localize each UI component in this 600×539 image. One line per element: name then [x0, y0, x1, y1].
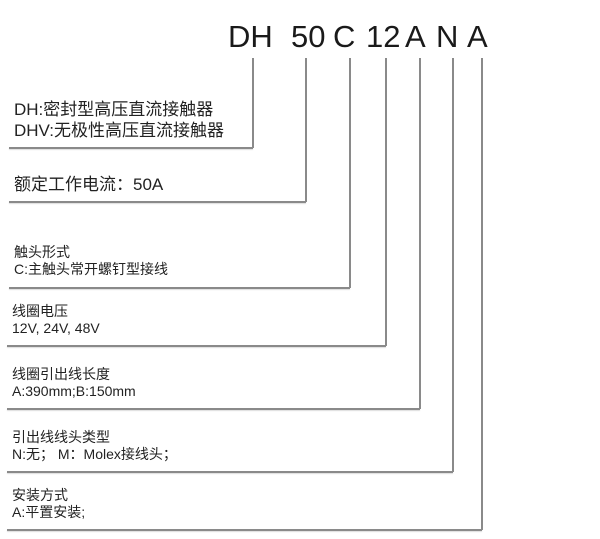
leader-line-connector: [452, 58, 454, 472]
lead-length-desc: A:390mm;B:150mm: [12, 383, 136, 399]
bracket-line-mounting: [7, 529, 482, 531]
bracket-line-current: [9, 201, 306, 203]
lead-length-title: 线圈引出线长度: [12, 366, 110, 382]
code-segment-contact: C: [333, 19, 356, 54]
contact-title: 触头形式: [14, 244, 70, 260]
code-segment-coil-voltage: 12: [366, 19, 401, 54]
bracket-line-connector: [7, 471, 453, 473]
leader-line-series: [252, 58, 254, 148]
bracket-line-series: [9, 147, 253, 149]
coil-voltage-title: 线圈电压: [12, 303, 68, 319]
contact-desc: C:主触头常开螺钉型接线: [14, 261, 168, 277]
bracket-line-coil-voltage: [7, 345, 386, 347]
series-desc-dh: DH:密封型高压直流接触器: [14, 100, 214, 119]
code-segment-current: 50: [291, 19, 326, 54]
code-segment-series: DH: [228, 19, 273, 54]
code-segment-connector: N: [436, 19, 459, 54]
bracket-line-lead-length: [7, 408, 420, 410]
mounting-title: 安装方式: [12, 487, 68, 503]
leader-line-current: [305, 58, 307, 202]
code-segment-lead-length: A: [405, 19, 426, 54]
leader-line-contact: [349, 58, 351, 288]
connector-desc: N:无； M：Molex接线头；: [12, 446, 177, 462]
leader-line-coil-voltage: [385, 58, 387, 346]
series-desc-dhv: DHV:无极性高压直流接触器: [14, 121, 224, 140]
leader-line-mounting: [481, 58, 483, 530]
coil-voltage-desc: 12V, 24V, 48V: [12, 320, 100, 336]
code-segment-mounting: A: [467, 19, 488, 54]
mounting-desc: A:平置安装;: [12, 504, 86, 520]
leader-line-lead-length: [419, 58, 421, 409]
bracket-line-contact: [9, 287, 350, 289]
current-desc: 额定工作电流：50A: [14, 175, 164, 194]
connector-title: 引出线线头类型: [12, 429, 110, 445]
